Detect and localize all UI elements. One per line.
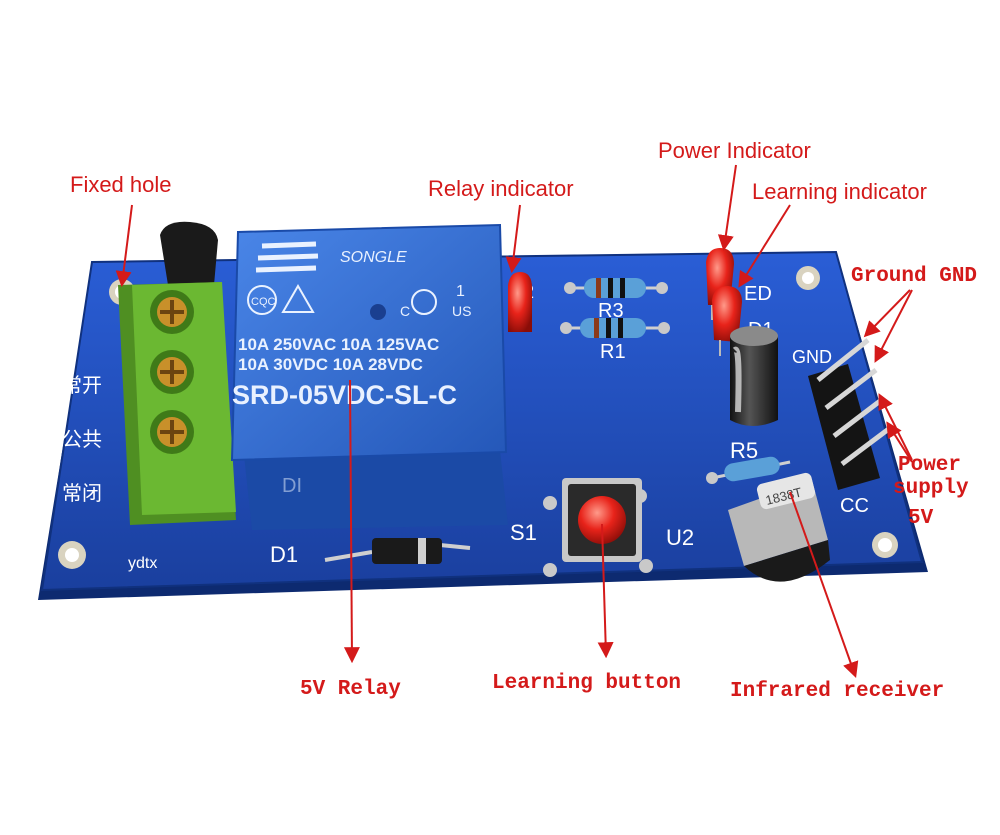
relay-rating-line2: 10A 30VDC 10A 28VDC <box>238 355 423 374</box>
resistor-icon <box>564 278 668 298</box>
label-nc: 常闭 <box>62 482 102 505</box>
callout-ground: Ground GND <box>851 265 978 288</box>
diode-icon <box>324 538 471 564</box>
svg-text:CQC: CQC <box>251 296 276 308</box>
callout-relay: 5V Relay <box>300 678 401 701</box>
relay-indicator-led-icon <box>508 272 532 332</box>
resistor-icon <box>560 318 670 338</box>
screw-icon <box>150 410 194 454</box>
cqc-cert-icon: CQC <box>247 285 277 315</box>
learning-button-icon <box>543 478 653 577</box>
callout-power-supply-line2: supply <box>893 477 969 500</box>
pin-header-icon <box>808 338 892 490</box>
callout-infrared-receiver: Infrared receiver <box>730 680 945 703</box>
terminal-block <box>118 282 236 525</box>
label-d1: D1 <box>270 542 298 567</box>
relay-brand: SONGLE <box>340 249 407 266</box>
warning-triangle-icon <box>281 283 315 313</box>
label-led: ED <box>744 283 772 305</box>
relay-component: DI SONGLE CQC C 1 US 10A 250VAC 10A 125V… <box>230 223 508 530</box>
relay-rating-line1: 10A 250VAC 10A 125VAC <box>238 335 439 354</box>
label-com: 公共 <box>62 428 102 451</box>
label-gnd: GND <box>792 347 832 367</box>
label-brand: ydtx <box>128 555 157 572</box>
callout-fixed-hole: Fixed hole <box>70 172 172 197</box>
callout-arrows <box>115 164 913 679</box>
callout-power-supply-line3: 5V <box>908 507 934 530</box>
screw-icon <box>150 290 194 334</box>
label-r3: R3 <box>598 300 624 322</box>
label-u2: U2 <box>666 525 694 550</box>
ul-cert-icon <box>411 289 437 315</box>
capacitor-icon <box>730 326 778 426</box>
relay-c-mark: C <box>400 303 410 319</box>
label-r5: R5 <box>730 438 758 463</box>
callout-learning-indicator: Learning indicator <box>752 179 927 204</box>
relay-di-mark: DI <box>282 475 302 497</box>
screw-icon <box>150 350 194 394</box>
callout-power-supply-line1: Power <box>898 454 962 477</box>
relay-model: SRD-05VDC-SL-C <box>232 380 457 410</box>
resistor-icon <box>706 456 791 484</box>
callout-power-indicator: Power Indicator <box>658 138 811 163</box>
label-no: 常开 <box>62 374 102 397</box>
relay-us-mark: US <box>452 303 471 319</box>
callout-relay-indicator: Relay indicator <box>428 176 574 201</box>
label-r1: R1 <box>600 341 626 363</box>
label-vcc: CC <box>840 495 869 517</box>
relay-logo-icon <box>255 241 319 273</box>
learning-indicator-led-icon <box>712 286 742 356</box>
infrared-receiver-icon: 1838T <box>728 472 830 582</box>
label-s1: S1 <box>510 520 537 545</box>
callout-learning-button: Learning button <box>492 672 682 695</box>
relay-pin-mark: 1 <box>456 283 465 300</box>
